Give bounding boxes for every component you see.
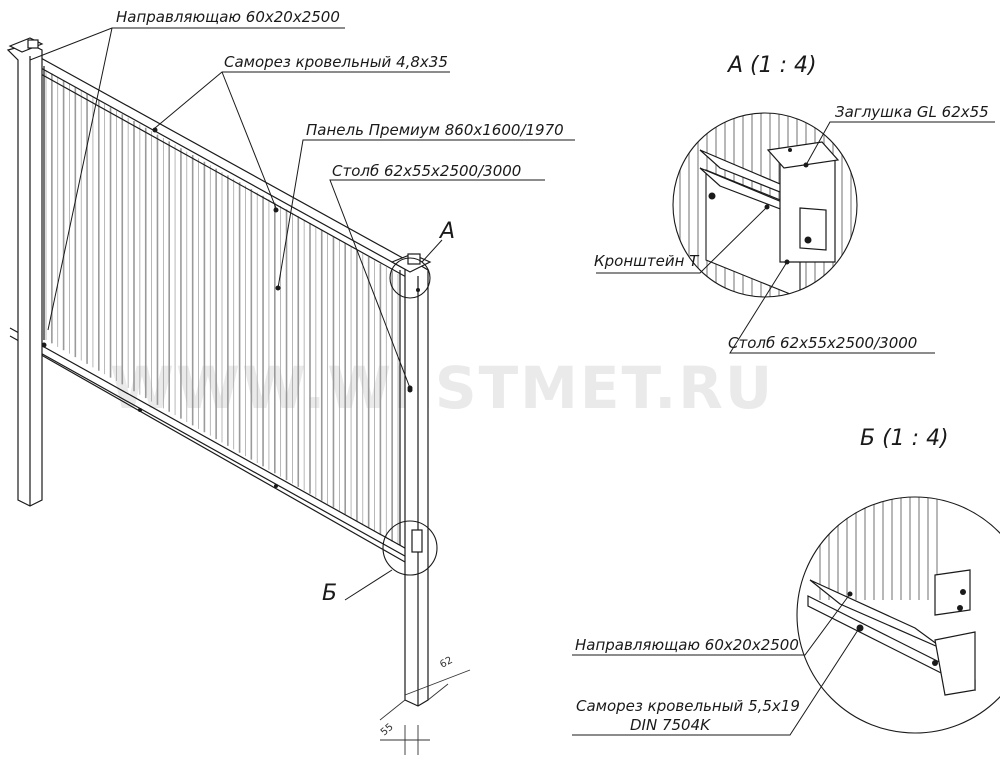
watermark-text: WWW.WESTMET.RU xyxy=(110,354,774,422)
rail-screws xyxy=(41,127,420,488)
leader-lines xyxy=(29,27,575,389)
detail-b-screw-standard: DIN 7504K xyxy=(630,716,711,734)
detail-a-post-label: Столб 62х55х2500/3000 xyxy=(728,334,917,352)
left-post xyxy=(6,37,44,507)
detail-b-leaders xyxy=(572,593,859,736)
callout-label-a: А xyxy=(438,219,455,244)
top-guide-rail xyxy=(29,51,411,279)
callout-leader-a xyxy=(421,239,443,263)
callout-leader-b xyxy=(344,569,393,601)
detail-b-circle xyxy=(796,496,1000,734)
dimension-marks xyxy=(379,669,471,755)
label-panel: Панель Премиум 860х1600/1970 xyxy=(306,121,564,139)
label-guide-top: Направляющаю 60х20х2500 xyxy=(116,8,340,26)
detail-a-leaders xyxy=(596,121,995,354)
leader-dots xyxy=(275,285,413,391)
detail-a-title: А (1 : 4) xyxy=(726,53,817,78)
dimension-depth: 55 xyxy=(379,722,396,739)
detail-a-cap-label: Заглушка GL 62х55 xyxy=(835,103,989,121)
detail-a-dots xyxy=(764,162,809,265)
profiled-panel xyxy=(43,66,401,545)
detail-b-view xyxy=(797,497,1000,733)
label-screw-top: Саморез кровельный 4,8х35 xyxy=(224,53,448,71)
detail-a-view xyxy=(673,113,857,297)
detail-a-bracket-label: Кронштейн Т xyxy=(594,252,700,270)
panel-ribs xyxy=(45,70,399,545)
bottom-guide-rail xyxy=(9,327,413,567)
detail-b-dots xyxy=(847,591,853,597)
dimension-width: 62 xyxy=(438,655,454,671)
callout-circle-a xyxy=(389,257,431,299)
callout-label-b: Б xyxy=(322,581,337,606)
detail-b-title: Б (1 : 4) xyxy=(860,426,949,451)
callout-circle-b xyxy=(382,520,438,576)
label-post: Столб 62х55х2500/3000 xyxy=(332,162,521,180)
detail-b-guide-label: Направляющаю 60х20х2500 xyxy=(575,636,799,654)
detail-b-screw-label: Саморез кровельный 5,5х19 xyxy=(576,697,800,715)
